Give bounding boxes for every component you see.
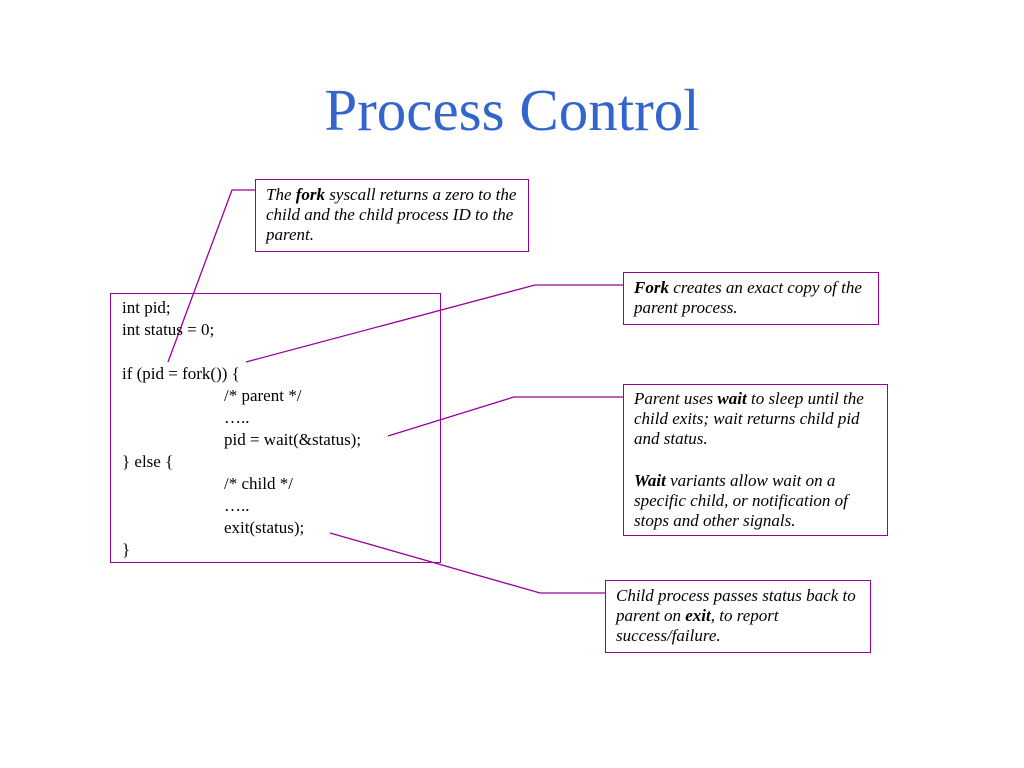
code-line-1: int pid; xyxy=(122,298,171,317)
callout-fork-returns-text: The fork syscall returns a zero to the c… xyxy=(266,185,517,244)
code-line-4: if (pid = fork()) { xyxy=(122,364,240,383)
keyword-wait: wait xyxy=(717,389,747,408)
keyword-fork-copy: Fork xyxy=(634,278,669,297)
code-line-2: int status = 0; xyxy=(122,320,215,339)
keyword-exit: exit xyxy=(685,606,711,625)
code-line-8: } else { xyxy=(122,452,174,471)
callout-wait-text-1: Parent uses wait to sleep until the chil… xyxy=(634,389,864,448)
code-line-7: pid = wait(&status); xyxy=(224,430,362,449)
callout-exit-text: Child process passes status back to pare… xyxy=(616,586,856,645)
code-line-6: ….. xyxy=(224,408,250,427)
keyword-wait-variants: Wait xyxy=(634,471,666,490)
code-line-11: exit(status); xyxy=(224,518,305,537)
code-line-5: /* parent */ xyxy=(224,386,302,405)
code-line-9: /* child */ xyxy=(224,474,293,493)
keyword-fork: fork xyxy=(295,185,326,204)
code-line-12: } xyxy=(122,540,131,559)
callout-wait: Parent uses wait to sleep until the chil… xyxy=(623,384,888,536)
code-listing: int pid; int status = 0; if (pid = fork(… xyxy=(110,293,441,563)
slide-title: Process Control xyxy=(324,77,700,143)
code-line-10: ….. xyxy=(224,496,250,515)
callout-fork-copy: Fork creates an exact copy of the parent… xyxy=(623,272,879,325)
callout-fork-copy-text: Fork creates an exact copy of the parent… xyxy=(634,278,862,317)
callout-wait-text-2: Wait variants allow wait on a specific c… xyxy=(634,471,848,530)
callout-exit: Child process passes status back to pare… xyxy=(605,580,871,653)
callout-fork-returns: The fork syscall returns a zero to the c… xyxy=(255,179,529,252)
